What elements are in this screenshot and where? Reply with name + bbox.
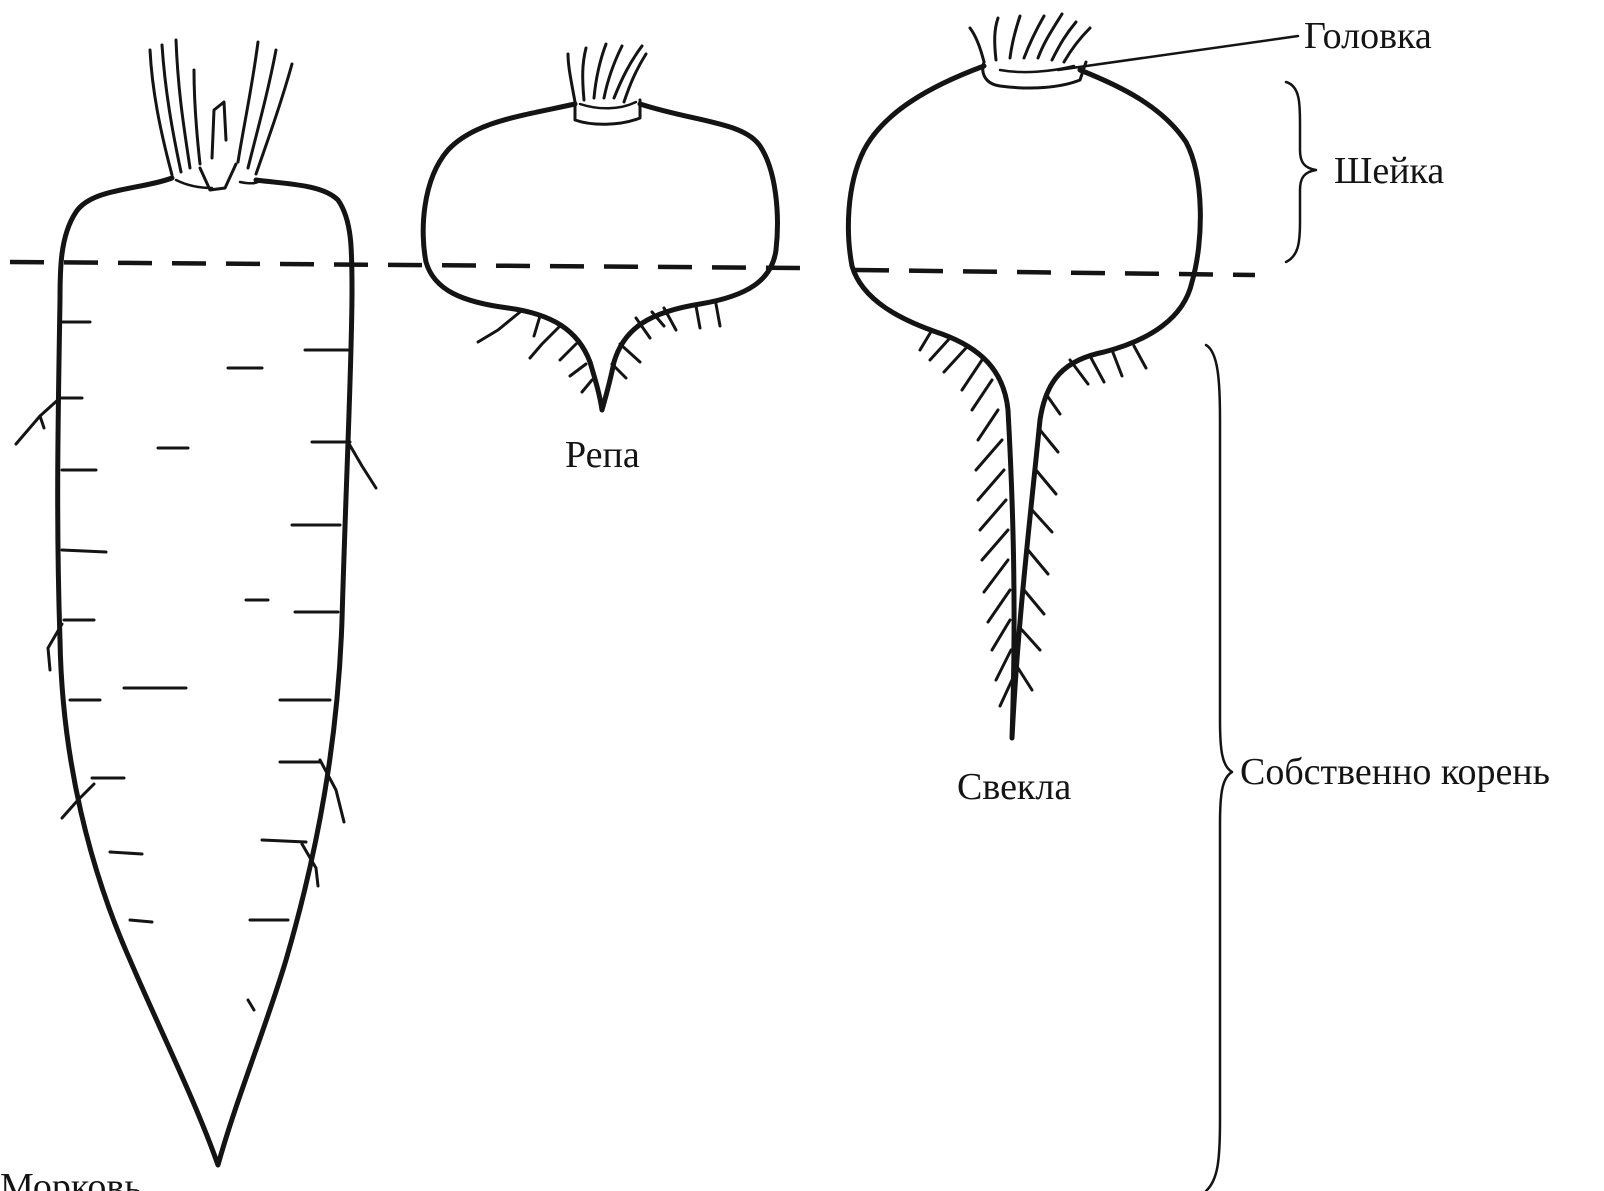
label-neck: Шейка [1334,152,1444,190]
root-proper-brace [1206,345,1232,1191]
head-leader-line [1058,36,1298,70]
label-turnip: Репа [565,436,640,474]
neck-brace [1286,82,1316,262]
label-root-proper: Собственно корень [1240,753,1550,791]
soil-level-line [10,262,1255,275]
turnip-drawing [423,44,777,410]
label-carrot: Морковь [0,1168,142,1191]
label-beet: Свекла [957,768,1071,806]
beet-drawing [848,14,1200,738]
label-head: Головка [1304,17,1432,55]
carrot-drawing [16,40,376,1165]
